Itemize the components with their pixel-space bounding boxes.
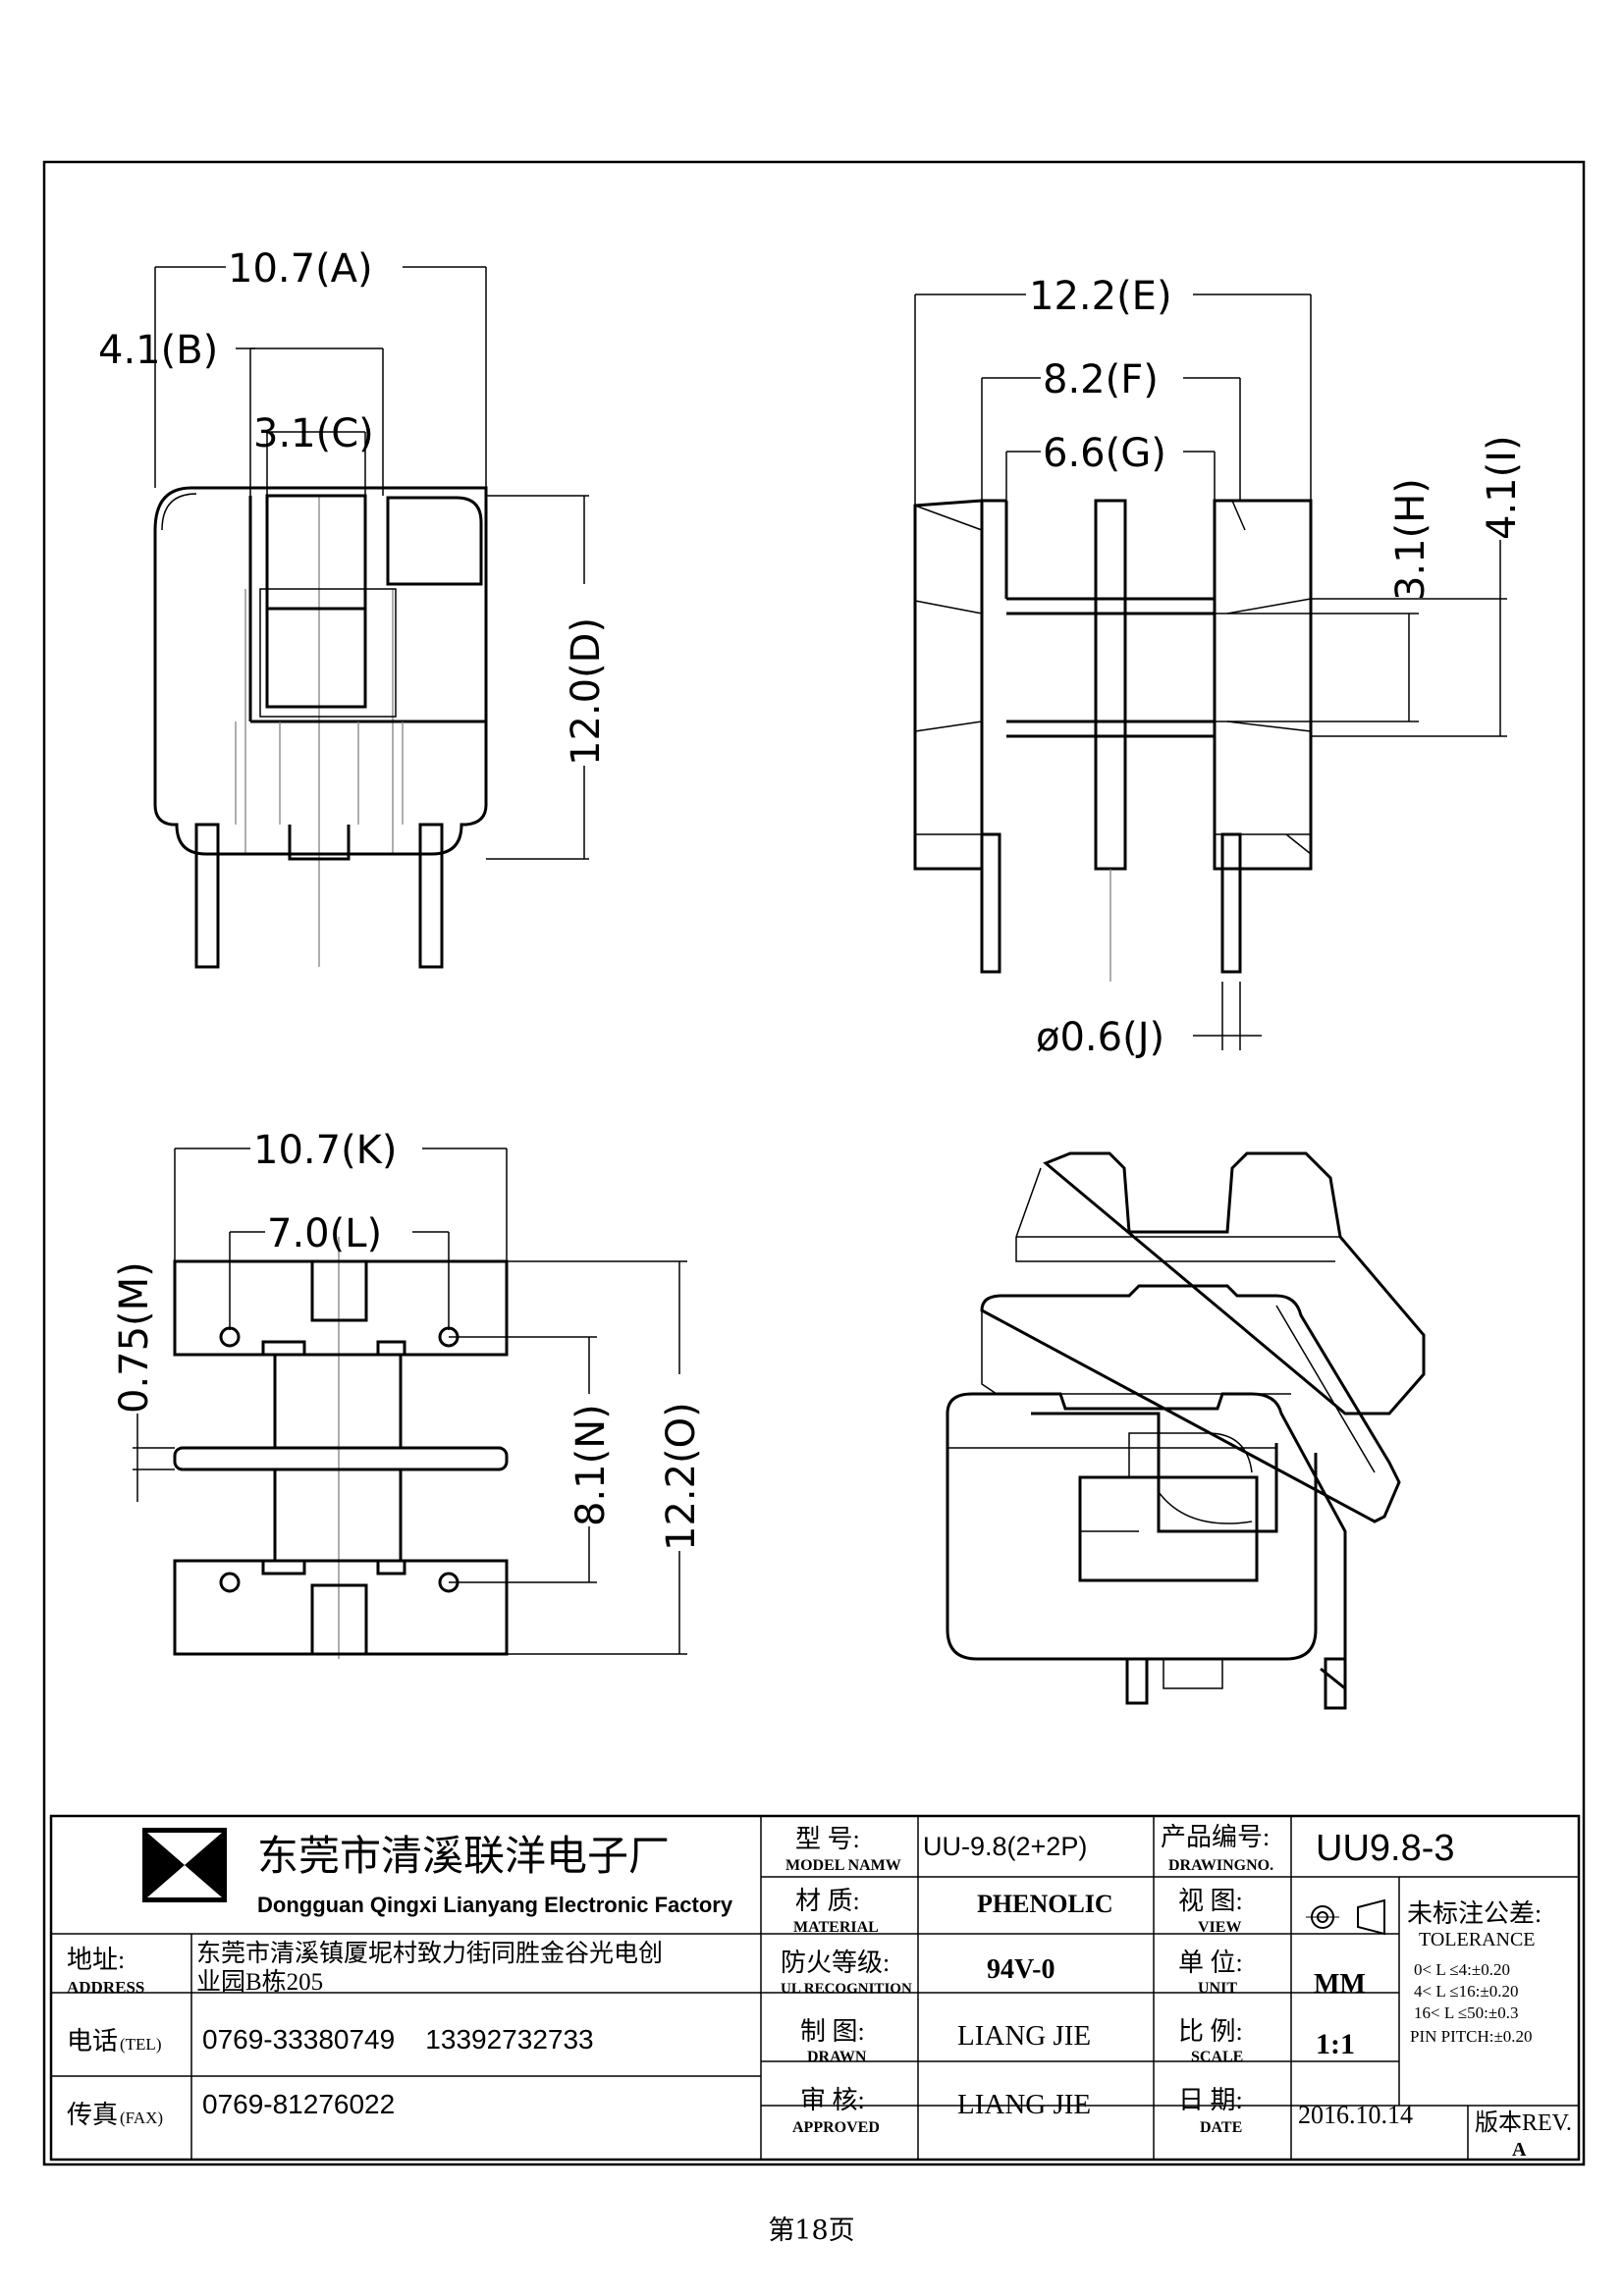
tolerance-line-4: PIN PITCH:±0.20 (1410, 2027, 1533, 2046)
company-logo (142, 1828, 227, 1902)
dim-a-label: 10.7(A) (228, 246, 373, 292)
model-label-en: MODEL NAMW (785, 1857, 901, 1874)
unit-label-cn: 单 位: (1178, 1949, 1243, 1977)
dim-k-label: 10.7(K) (253, 1128, 398, 1173)
dim-l-label: 7.0(L) (267, 1211, 382, 1256)
approved-label-cn: 审 核: (800, 2086, 865, 2114)
address-label-en: ADDRESS (67, 1978, 144, 1997)
address-line-1: 东莞市清溪镇厦坭村致力街同胜金谷光电创 (196, 1940, 663, 1967)
drawn-value: LIANG JIE (957, 2020, 1091, 2052)
dim-e-label: 12.2(E) (1029, 274, 1172, 319)
dim-g-label: 6.6(G) (1043, 431, 1166, 476)
drawingno-label-en: DRAWINGNO. (1168, 1857, 1273, 1874)
scale-label-en: SCALE (1191, 2049, 1243, 2065)
view-label-en: VIEW (1198, 1919, 1241, 1936)
approved-label-en: APPROVED (792, 2119, 880, 2136)
drawingno-value: UU9.8-3 (1316, 1828, 1455, 1869)
page-number: 第18页 (768, 2216, 855, 2246)
drawn-label-cn: 制 图: (800, 2017, 865, 2046)
view-label-cn: 视 图: (1178, 1887, 1243, 1915)
drawn-label-en: DRAWN (807, 2049, 867, 2065)
unit-value: MM (1314, 1969, 1366, 2000)
model-label-cn: 型 号: (795, 1825, 860, 1853)
dim-h-label: 3.1(H) (1388, 478, 1434, 601)
title-block (49, 1814, 1581, 2162)
tolerance-line-3: 16< L ≤50:±0.3 (1414, 2003, 1518, 2022)
drawingno-label-cn: 产品编号: (1161, 1823, 1270, 1851)
ul-value: 94V-0 (987, 1954, 1055, 1985)
dim-d-label: 12.0(D) (564, 617, 609, 766)
company-name-en: Dongguan Qingxi Lianyang Electronic Fact… (257, 1893, 733, 1917)
tel-label-cn: 电话 (67, 2027, 118, 2056)
date-label-cn: 日 期: (1178, 2086, 1243, 2114)
approved-value: LIANG JIE (957, 2089, 1091, 2120)
front-view (153, 266, 589, 969)
tel-label-en: (TEL) (120, 2035, 161, 2054)
scale-label-cn: 比 例: (1178, 2017, 1243, 2046)
tolerance-line-2: 4< L ≤16:±0.20 (1414, 1982, 1518, 2001)
address-line-2: 业园B栋205 (196, 1968, 323, 1996)
material-label-en: MATERIAL (793, 1919, 879, 1936)
material-value: PHENOLIC (977, 1890, 1113, 1918)
tel-value: 0769-33380749 13392732733 (202, 2024, 594, 2055)
date-label-en: DATE (1200, 2119, 1242, 2136)
unit-label-en: UNIT (1198, 1980, 1237, 1997)
tolerance-label-en: TOLERANCE (1419, 1929, 1536, 1950)
model-value: UU-9.8(2+2P) (923, 1832, 1087, 1861)
rev-value: A (1512, 2139, 1527, 2161)
dim-o-label: 12.2(O) (659, 1402, 704, 1551)
bottom-view (133, 1148, 687, 1659)
dim-c-label: 3.1(C) (253, 411, 374, 456)
address-label-cn: 地址: (67, 1946, 125, 1974)
dim-b-label: 4.1(B) (98, 328, 218, 373)
rev-label: 版本REV. (1475, 2109, 1572, 2136)
ul-label-cn: 防火等级: (781, 1949, 890, 1977)
projection-symbol (1306, 1898, 1385, 1936)
scale-value: 1:1 (1316, 2028, 1355, 2060)
dim-m-label: 0.75(M) (112, 1261, 157, 1414)
tolerance-line-1: 0< L ≤4:±0.20 (1414, 1960, 1510, 1979)
isometric-view (946, 1151, 1426, 1710)
material-label-cn: 材 质: (795, 1887, 860, 1915)
date-value: 2016.10.14 (1298, 2101, 1413, 2129)
tolerance-label-cn: 未标注公差: (1407, 1899, 1542, 1928)
outer-frame (42, 160, 1586, 2166)
dim-i-label: 4.1(I) (1480, 435, 1525, 540)
ul-label-en: UL RECOGNITION (781, 1981, 912, 1997)
fax-value: 0769-81276022 (202, 2089, 395, 2119)
dim-n-label: 8.1(N) (568, 1404, 614, 1526)
fax-label-cn: 传真 (67, 2101, 118, 2129)
dim-j-label: ø0.6(J) (1036, 1015, 1164, 1060)
fax-label-en: (FAX) (120, 2109, 163, 2127)
company-name-cn: 东莞市清溪联洋电子厂 (257, 1833, 670, 1879)
dim-f-label: 8.2(F) (1043, 357, 1159, 402)
side-view (913, 294, 1507, 1050)
